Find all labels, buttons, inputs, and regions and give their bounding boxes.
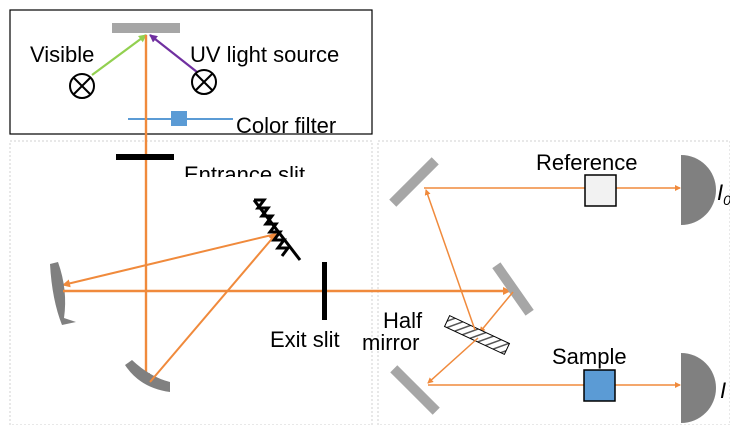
sample-cuvette <box>583 369 616 402</box>
visible-label: Visible <box>30 42 94 67</box>
half-mirror-label-mirror: mirror <box>362 330 419 355</box>
half-mirror <box>443 314 511 356</box>
exit-slit-label: Exit slit <box>270 327 340 352</box>
beam-to-upper-mirror <box>424 189 476 331</box>
sample-compartment-box <box>377 140 730 426</box>
visible-ray <box>91 34 147 76</box>
right-mirror <box>492 262 534 316</box>
uv-lamp-icon <box>191 69 217 95</box>
reference-detector <box>681 155 716 225</box>
lower-mirror <box>390 365 440 415</box>
reference-intensity-label: I0 <box>717 180 730 208</box>
monochromator-box <box>9 140 373 426</box>
beam-to-left-mirror <box>62 233 277 288</box>
i0-subscript: 0 <box>723 192 730 208</box>
entrance-slit-label: Entrance slit <box>184 162 305 187</box>
uv-ray <box>149 34 198 73</box>
i0-symbol: I <box>717 180 723 205</box>
bottom-mirror <box>125 360 170 392</box>
entrance-slit <box>116 154 174 160</box>
color-filter-label: Color filter <box>236 113 336 138</box>
beam-to-lower-mirror <box>427 337 479 384</box>
top-mirror <box>112 23 180 33</box>
reference-cuvette <box>584 174 617 207</box>
uv-source-label: UV light source <box>190 42 339 67</box>
beam-to-grating <box>149 233 277 383</box>
reference-label: Reference <box>536 150 638 175</box>
left-mirror <box>50 262 76 325</box>
light-source-box <box>9 9 373 135</box>
color-filter <box>171 111 187 126</box>
upper-mirror <box>389 157 439 207</box>
sample-intensity-label: I <box>720 378 726 403</box>
sample-detector <box>681 353 716 423</box>
sample-label: Sample <box>552 344 627 369</box>
half-mirror-label-half: Half <box>383 308 423 333</box>
diffraction-grating <box>252 198 302 261</box>
visible-lamp-icon <box>69 73 95 99</box>
beam-to-half-mirror <box>479 291 514 333</box>
exit-slit <box>322 262 327 320</box>
